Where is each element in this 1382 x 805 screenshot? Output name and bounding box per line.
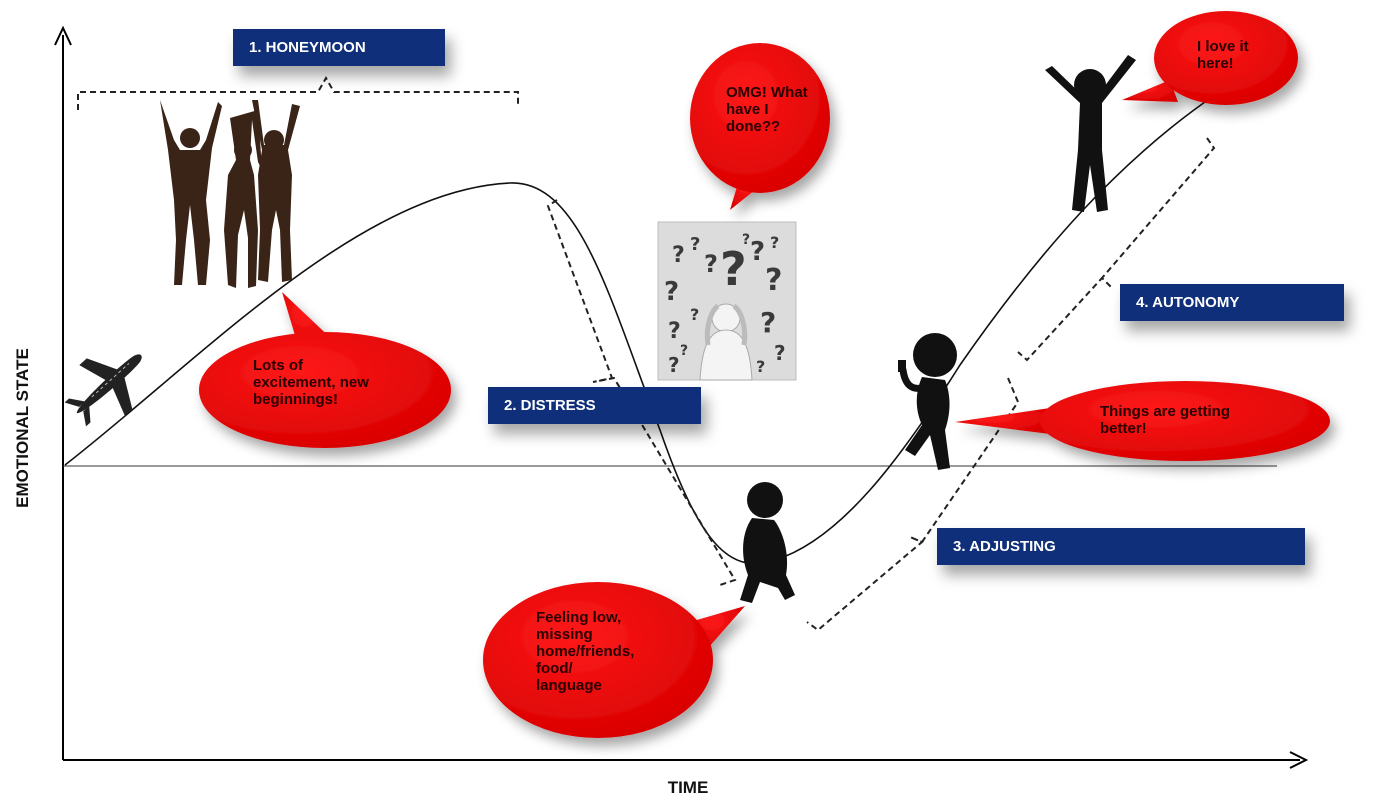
low-bubble bbox=[483, 582, 745, 738]
excitement-bubble-text: Lots of excitement, new beginnings! bbox=[253, 357, 369, 408]
svg-text:?: ? bbox=[704, 250, 718, 278]
y-axis-title: EMOTIONAL STATE bbox=[13, 348, 32, 508]
svg-text:?: ? bbox=[690, 234, 700, 255]
excitement-bubble bbox=[199, 292, 451, 448]
celebrating-stick-figure-icon bbox=[1045, 55, 1136, 212]
svg-text:?: ? bbox=[774, 341, 786, 365]
thumbs-up-stick-figure-icon bbox=[898, 333, 957, 470]
svg-text:?: ? bbox=[668, 319, 681, 344]
svg-text:?: ? bbox=[742, 232, 750, 248]
distress-bracket bbox=[546, 199, 737, 586]
omg-bubble bbox=[690, 43, 830, 210]
svg-text:?: ? bbox=[672, 243, 685, 268]
phase-label-distress: 2. DISTRESS bbox=[488, 387, 701, 424]
jumping-people-icon bbox=[160, 100, 300, 288]
love-bubble bbox=[1122, 11, 1298, 105]
svg-text:?: ? bbox=[668, 353, 680, 377]
svg-text:?: ? bbox=[680, 343, 688, 359]
confused-person-icon: ? ? ? ? ? ? ? ? ? ? ? ? ? ? ? ? bbox=[657, 221, 797, 381]
svg-text:?: ? bbox=[750, 237, 765, 267]
svg-text:?: ? bbox=[760, 306, 776, 339]
adjusting-bracket bbox=[806, 377, 1020, 632]
phase-label-adjusting: 3. ADJUSTING bbox=[937, 528, 1305, 565]
phase-label-honeymoon: 1. HONEYMOON bbox=[233, 29, 445, 66]
x-axis-title: TIME bbox=[667, 778, 709, 797]
sad-stick-figure-icon bbox=[740, 482, 795, 603]
svg-text:?: ? bbox=[664, 277, 679, 307]
svg-text:?: ? bbox=[756, 357, 765, 376]
better-bubble-text: Things are getting better! bbox=[1100, 403, 1231, 437]
omg-bubble-text: OMG! What have I done?? bbox=[726, 84, 808, 135]
better-bubble bbox=[955, 381, 1330, 461]
autonomy-bracket bbox=[1017, 137, 1216, 362]
svg-text:?: ? bbox=[770, 233, 779, 252]
phase-label-autonomy: 4. AUTONOMY bbox=[1120, 284, 1344, 321]
x-axis bbox=[63, 751, 1309, 769]
low-bubble-text: Feeling low, missing home/friends, food/… bbox=[536, 609, 635, 694]
y-axis bbox=[54, 25, 72, 760]
love-bubble-text: I love it here! bbox=[1197, 38, 1249, 72]
svg-text:?: ? bbox=[720, 242, 747, 296]
airplane-icon bbox=[64, 354, 142, 427]
svg-text:?: ? bbox=[765, 263, 782, 298]
svg-text:?: ? bbox=[690, 305, 699, 324]
honeymoon-bracket bbox=[77, 75, 519, 110]
